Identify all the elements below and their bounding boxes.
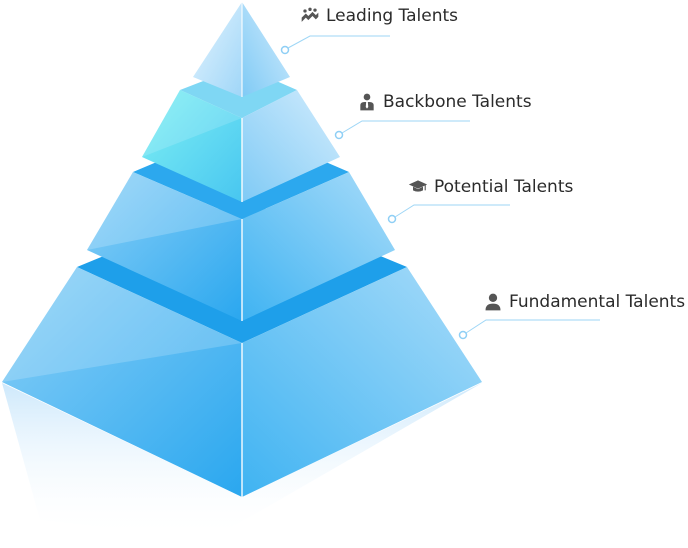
callout-fundamental: Fundamental Talents <box>483 292 685 312</box>
level-label-leading: Leading Talents <box>326 6 458 26</box>
leader-line-fundamental <box>458 319 600 340</box>
person-icon <box>485 293 501 311</box>
callout-potential: Potential Talents <box>408 177 573 197</box>
group-trend-icon <box>301 7 319 22</box>
level-label-backbone: Backbone Talents <box>383 92 532 112</box>
level-label-potential: Potential Talents <box>434 177 574 197</box>
callout-leading: Leading Talents <box>300 6 458 26</box>
level-label-fundamental: Fundamental Talents <box>509 292 686 312</box>
leader-line-backbone <box>334 120 470 140</box>
leader-line-leading <box>280 35 390 55</box>
pyramid-shadow <box>2 383 482 540</box>
businessman-icon <box>360 93 374 111</box>
leader-line-potential <box>387 204 510 224</box>
level-leading-shape <box>193 2 290 97</box>
callout-backbone: Backbone Talents <box>357 92 532 112</box>
graduation-cap-icon <box>408 180 428 192</box>
